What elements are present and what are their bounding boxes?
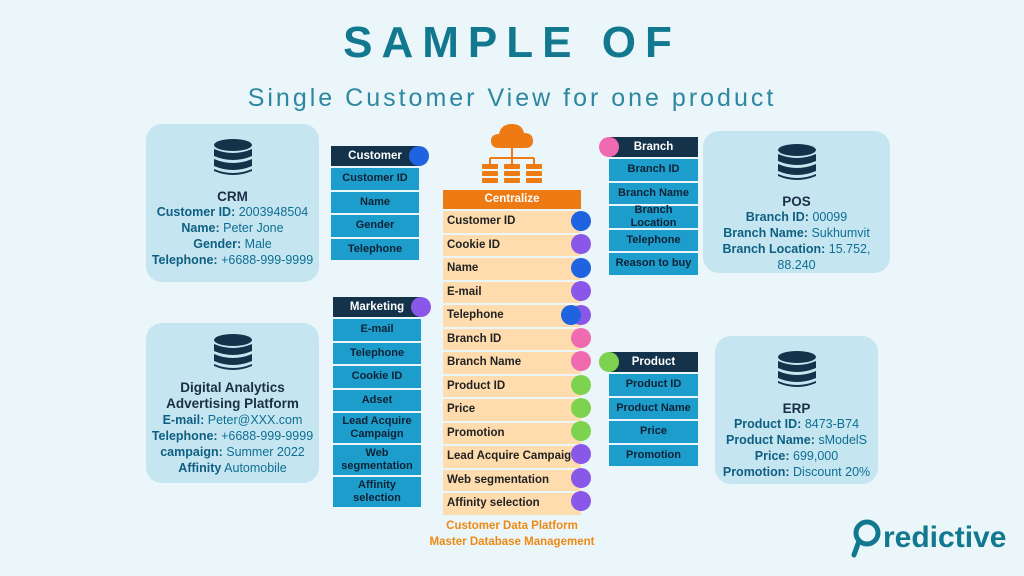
- centralize-dot-price: [571, 398, 591, 418]
- product-table-cell: Product Name: [609, 397, 698, 421]
- database-icon: [213, 333, 253, 376]
- centralize-header: Centralize: [443, 190, 581, 209]
- centralize-row: Telephone: [443, 305, 581, 329]
- centralize-dot-web-segmentation: [571, 468, 591, 488]
- centralize-row: Customer ID: [443, 211, 581, 235]
- database-icon: [213, 138, 253, 181]
- centralize-row: Branch ID: [443, 328, 581, 352]
- branch-table-cell: Reason to buy: [609, 253, 698, 277]
- branch-link-dot: [599, 137, 619, 157]
- product-table: Product Product ID Product Name Price Pr…: [609, 352, 698, 468]
- branch-table-cell: Telephone: [609, 229, 698, 253]
- predictive-logo: redictive: [851, 518, 1006, 558]
- marketing-table-cell: Telephone: [333, 342, 421, 366]
- centralize-dot-customer-id: [571, 211, 591, 231]
- branch-table-header: Branch: [609, 137, 698, 157]
- centralize-footer: Customer Data Platform Master Database M…: [412, 518, 612, 550]
- centralize-dot-branch-id: [571, 328, 591, 348]
- digital-row: campaign: Summer 2022: [160, 445, 305, 459]
- product-table-header: Product: [609, 352, 698, 372]
- pos-row: Branch ID: 00099: [745, 210, 848, 224]
- centralize-dot-branch-name: [571, 351, 591, 371]
- customer-table-header: Customer: [331, 146, 419, 166]
- branch-table-cell: Branch Name: [609, 182, 698, 206]
- marketing-table-cell: Web segmentation: [333, 445, 421, 477]
- centralize-row: Lead Acquire Campaign: [443, 446, 581, 470]
- centralize-dot-name: [571, 258, 591, 278]
- erp-row: Product ID: 8473-B74: [733, 417, 860, 431]
- marketing-table-cell: Affinity selection: [333, 477, 421, 509]
- erp-row: Price: 699,000: [754, 449, 839, 463]
- marketing-table-header: Marketing: [333, 297, 421, 317]
- database-icon: [777, 350, 817, 393]
- centralize-row: Cookie ID: [443, 234, 581, 258]
- branch-table-cell: Branch ID: [609, 159, 698, 183]
- centralize-dot-product-id: [571, 375, 591, 395]
- customer-table-cell: Gender: [331, 215, 419, 239]
- customer-table-cell: Customer ID: [331, 168, 419, 192]
- branch-table-cell: Branch Location: [609, 204, 698, 230]
- crm-row: Gender: Male: [193, 237, 272, 251]
- database-icon: [777, 143, 817, 186]
- marketing-table-cell: Lead Acquire Campaign: [333, 413, 421, 445]
- erp-row: Promotion: Discount 20%: [722, 465, 871, 479]
- erp-row: Product Name: sModelS: [725, 433, 868, 447]
- centralize-dot-promotion: [571, 421, 591, 441]
- erp-source-card: ERP Product ID: 8473-B74 Product Name: s…: [715, 336, 878, 484]
- crm-source-card: CRM Customer ID: 2003948504 Name: Peter …: [146, 124, 319, 282]
- product-table-cell: Promotion: [609, 444, 698, 468]
- cloud-server-icon: [477, 118, 547, 188]
- footer-line1: Customer Data Platform: [446, 520, 578, 532]
- customer-link-dot: [409, 146, 429, 166]
- centralize-row: Branch Name: [443, 352, 581, 376]
- marketing-link-dot: [411, 297, 431, 317]
- centralize-row: E-mail: [443, 281, 581, 305]
- pos-name: POS: [782, 194, 811, 209]
- logo-text: redictive: [883, 521, 1007, 554]
- crm-row: Name: Peter Jone: [181, 221, 284, 235]
- product-link-dot: [599, 352, 619, 372]
- digital-name-line2: Advertising Platform: [166, 396, 299, 411]
- digital-row: Affinity Automobile: [178, 461, 287, 475]
- marketing-table: Marketing E-mail Telephone Cookie ID Ads…: [333, 297, 421, 509]
- centralize-dot-affinity: [571, 491, 591, 511]
- digital-row: E-mail: Peter@XXX.com: [162, 413, 303, 427]
- page-subtitle: Single Customer View for one product: [247, 84, 777, 112]
- centralize-row: Affinity selection: [443, 493, 581, 517]
- marketing-table-cell: E-mail: [333, 319, 421, 343]
- centralize-row: Price: [443, 399, 581, 423]
- digital-analytics-source-card: Digital Analytics Advertising Platform E…: [146, 323, 319, 483]
- crm-row: Telephone: +6688-999-9999: [151, 253, 314, 267]
- centralize-dot-lead-acquire: [571, 444, 591, 464]
- centralize-row: Product ID: [443, 375, 581, 399]
- centralize-table: Centralize Customer ID Cookie ID Name E-…: [443, 190, 581, 517]
- centralize-dot-email: [571, 281, 591, 301]
- branch-table: Branch Branch ID Branch Name Branch Loca…: [609, 137, 698, 277]
- centralize-row: Name: [443, 258, 581, 282]
- page-title: SAMPLE OF: [343, 18, 681, 67]
- centralize-dot-cookie-id: [571, 234, 591, 254]
- customer-table-cell: Name: [331, 191, 419, 215]
- centralize-dot-telephone-blue: [561, 305, 581, 325]
- centralize-row: Web segmentation: [443, 469, 581, 493]
- crm-row: Customer ID: 2003948504: [156, 205, 309, 219]
- pos-row: Branch Name: Sukhumvit: [723, 226, 870, 240]
- erp-name: ERP: [782, 401, 811, 416]
- digital-name-line1: Digital Analytics: [180, 380, 285, 395]
- pos-row: Branch Location: 15.752, 88.240: [722, 242, 871, 272]
- marketing-table-cell: Adset: [333, 389, 421, 413]
- product-table-cell: Product ID: [609, 374, 698, 398]
- digital-row: Telephone: +6688-999-9999: [151, 429, 314, 443]
- crm-name: CRM: [217, 189, 248, 204]
- marketing-table-cell: Cookie ID: [333, 366, 421, 390]
- centralize-row: Promotion: [443, 422, 581, 446]
- p-magnifier-icon: [851, 518, 883, 558]
- footer-line2: Master Database Management: [429, 536, 595, 548]
- customer-table: Customer Customer ID Name Gender Telepho…: [331, 146, 419, 262]
- pos-source-card: POS Branch ID: 00099 Branch Name: Sukhum…: [703, 131, 890, 273]
- customer-table-cell: Telephone: [331, 238, 419, 262]
- product-table-cell: Price: [609, 421, 698, 445]
